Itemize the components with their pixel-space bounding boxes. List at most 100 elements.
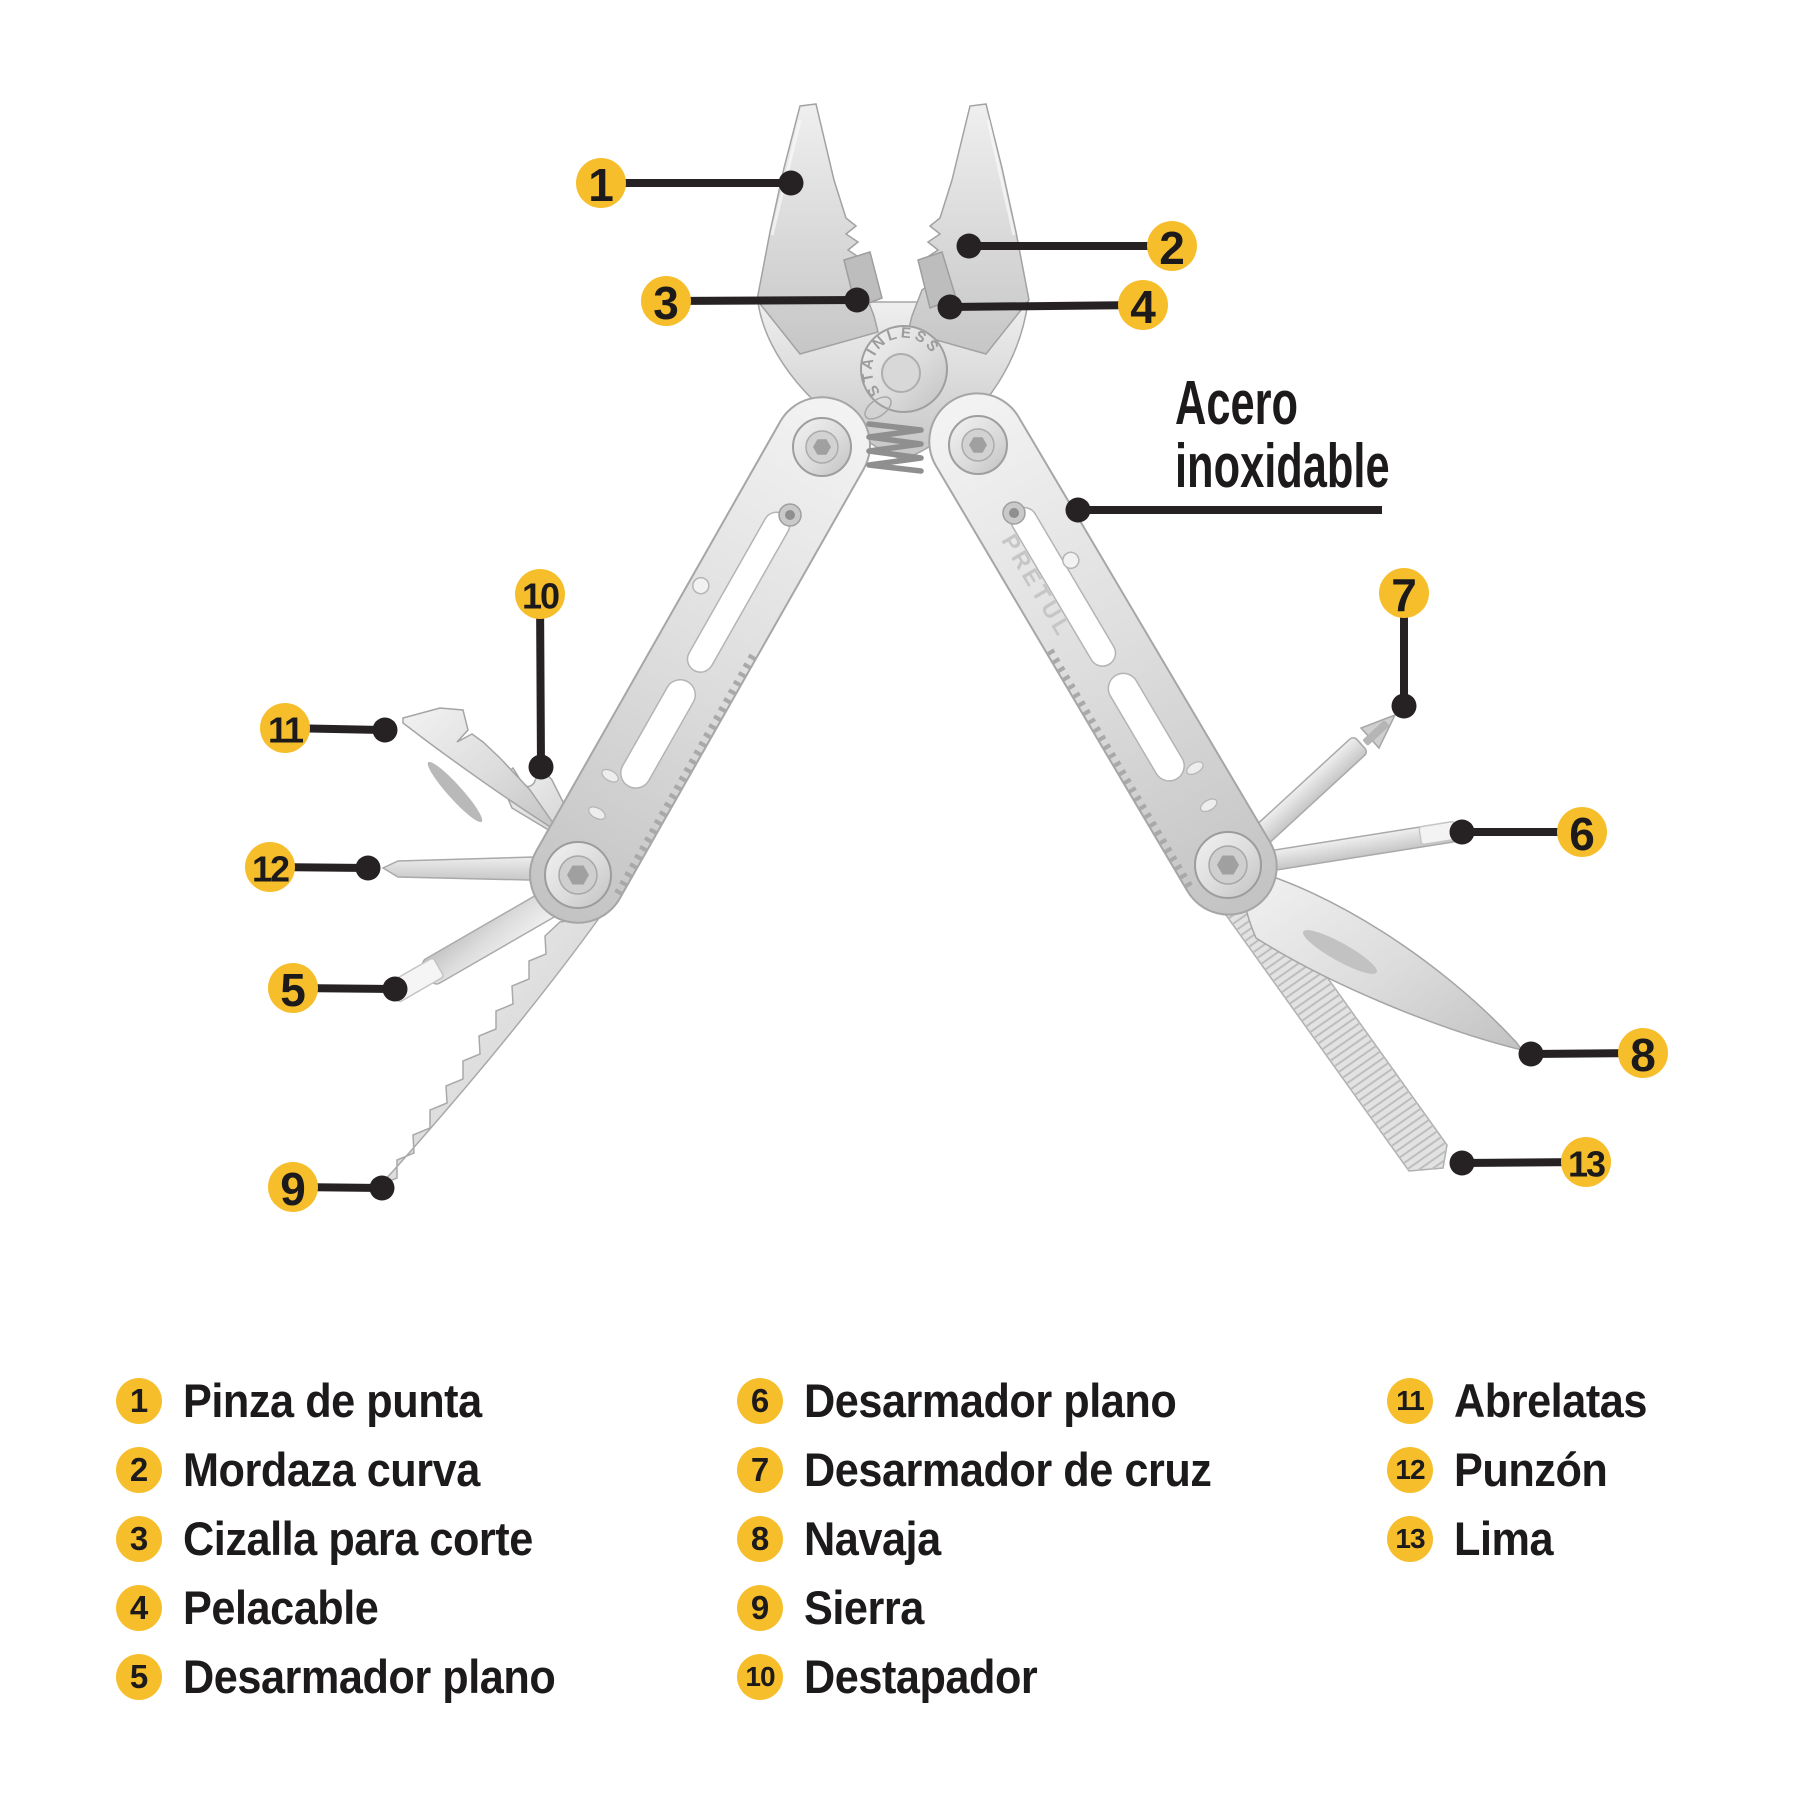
callout-dot [956,233,982,259]
callout-11: 11 [260,703,398,753]
legend-item-number: 1 [116,1377,162,1424]
callout-dot [1449,1150,1475,1176]
legend-item-1: 1 Pinza de punta [116,1366,588,1435]
callout-5: 5 [268,963,408,1016]
callout-number: 2 [1159,222,1185,274]
spring [866,421,924,474]
legend-item-10: 10 Destapador [737,1642,1247,1711]
can-opener [402,707,561,834]
callout-marker [1147,221,1197,271]
knife-nail-nick [1303,930,1377,974]
callout-marker [641,276,691,326]
right-tools [1214,713,1524,1172]
legend-item-label: Destapador [804,1650,1038,1703]
legend-item-label: Pelacable [183,1581,379,1634]
legend-item-number: 12 [1387,1446,1433,1493]
knife-blade [1241,867,1524,1052]
callout-marker [260,703,310,753]
legend-item-number: 13 [1387,1515,1433,1562]
callout-marker [1561,1137,1611,1187]
left-handle [528,396,872,924]
material-label-line2: inoxidable [1175,432,1390,501]
callout-marker [268,963,318,1013]
legend-item-number: 11 [1387,1377,1433,1424]
callout-3: 3 [641,276,870,329]
legend-item-label: Mordaza curva [183,1443,480,1496]
legend-item-label: Navaja [804,1512,941,1565]
callout-marker [515,569,565,619]
callout-marker [1557,807,1607,857]
callout-marker [245,842,295,892]
legend-item-label: Desarmador plano [804,1374,1177,1427]
legend-item-number: 6 [737,1377,783,1424]
callout-dot [844,287,870,313]
legend-item-number: 9 [737,1584,783,1631]
pivot-screw-left [792,417,852,477]
small-screw-left [778,503,802,527]
legend-item-label: Desarmador de cruz [804,1443,1212,1496]
small-screw-right [1002,501,1026,525]
legend-item-number: 2 [116,1446,162,1493]
callout-13: 13 [1449,1137,1611,1187]
callout-dot [355,855,381,881]
callout-number: 7 [1391,569,1417,621]
legend-item-label: Lima [1454,1512,1554,1565]
callout-number: 11 [268,710,304,751]
callout-12: 12 [245,842,381,892]
legend-item-3: 3 Cizalla para corte [116,1504,588,1573]
callout-marker [1379,568,1429,618]
hub-screw-left [544,841,612,909]
legend-item-label: Punzón [1454,1443,1608,1496]
callout-8: 8 [1518,1028,1668,1081]
legend-item-number: 10 [737,1653,783,1700]
callout-dot [937,294,963,320]
callout-number: 10 [522,576,559,617]
callout-9: 9 [268,1162,395,1215]
legend-item-label: Cizalla para corte [183,1512,533,1565]
legend-column-1: 1 Pinza de punta 2 Mordaza curva 3 Cizalla pa… [116,1366,588,1711]
callout-number: 3 [653,277,679,329]
wire-stripper-lobe [917,251,957,310]
material-pointer [1065,497,1382,523]
legend-item-label: Pinza de punta [183,1374,482,1427]
callout-dot [778,170,804,196]
callout-marker [268,1162,318,1212]
callout-number: 6 [1569,808,1595,860]
steel-stamp [864,396,892,420]
material-pointer-dot [1065,497,1091,523]
callout-number: 1 [588,159,614,211]
callout-7: 7 [1379,568,1429,719]
callout-number: 5 [280,964,306,1016]
legend-item-number: 4 [116,1584,162,1631]
phillips-cross-wing [1363,720,1389,746]
callout-marker [576,158,626,208]
callout-marker [1618,1028,1668,1078]
legend-item-4: 4 Pelacable [116,1573,588,1642]
right-jaw-highlight [986,119,1016,236]
right-handle-slot-lower [1107,672,1185,782]
callout-6: 6 [1449,807,1607,860]
legend-item-7: 7 Desarmador de cruz [737,1435,1247,1504]
left-handle-hole [692,576,710,595]
legend-item-number: 7 [737,1446,783,1493]
callout-dot [1518,1041,1544,1067]
callout-number: 13 [1568,1144,1605,1185]
callout-dot [1391,693,1417,719]
callout-dot [372,717,398,743]
callout-dot [1449,819,1475,845]
left-handle-slot-lower [620,679,696,789]
pivot-disc: STAINLESS [859,324,948,420]
legend-item-number: 3 [116,1515,162,1562]
hub-screw-right [1194,831,1262,899]
legend-item-label: Desarmador plano [183,1650,556,1703]
